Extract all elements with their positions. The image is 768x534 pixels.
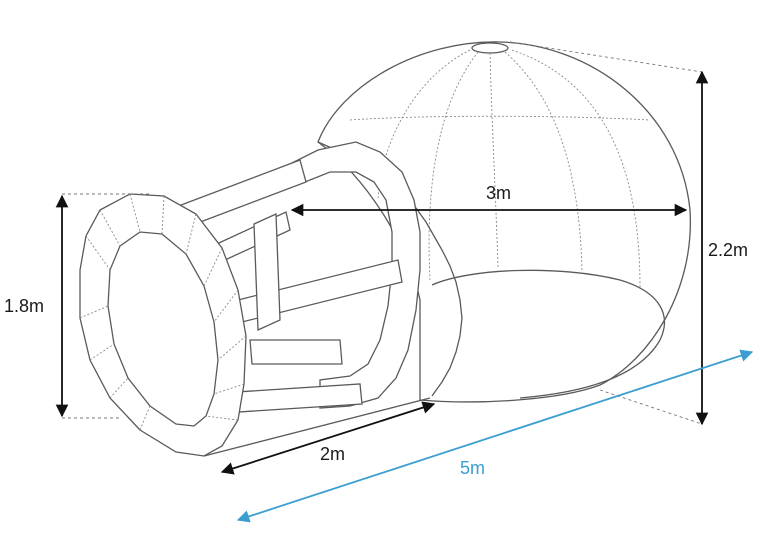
dome	[317, 41, 691, 403]
dim-tunnel-height: 1.8m	[4, 194, 69, 418]
dim-tunnel-length: 2m	[220, 401, 436, 475]
guide-lines	[62, 41, 703, 425]
tunnel-inner-post	[253, 213, 281, 331]
dim-total-length-label: 5m	[460, 458, 485, 478]
dome-shell	[317, 41, 691, 403]
tunnel-bottom-tube	[249, 339, 343, 365]
dim-tunnel-height-label: 1.8m	[4, 296, 44, 316]
dim-dome-width: 3m	[290, 183, 688, 217]
dim-total-length: 5m	[236, 349, 754, 523]
dim-tunnel-length-label: 2m	[320, 444, 345, 464]
dome-top-vent	[471, 42, 509, 54]
dim-dome-width-label: 3m	[486, 183, 511, 203]
dim-dome-height: 2.2m	[695, 70, 748, 426]
dim-dome-height-label: 2.2m	[708, 240, 748, 260]
